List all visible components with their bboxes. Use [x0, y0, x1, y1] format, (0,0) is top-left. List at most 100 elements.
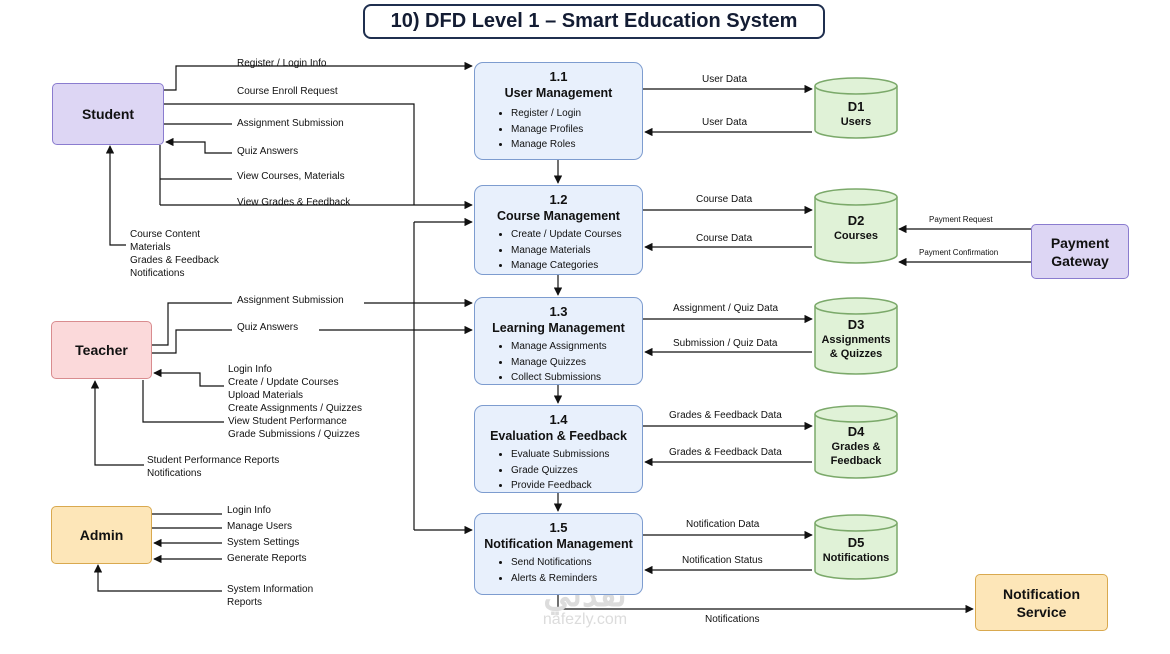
process-1-3[interactable]: 1.3 Learning Management Manage Assignmen…: [474, 297, 643, 385]
datastore-d2-shape: [814, 188, 898, 264]
flow-label-teacher-quiz: Quiz Answers: [237, 322, 299, 333]
datastore-name: Courses: [833, 230, 879, 242]
flow-label-teacher-input: Create / Update Courses: [228, 377, 339, 388]
process-item: Alerts & Reminders: [511, 571, 642, 587]
flow-label-assignment: Assignment Submission: [237, 118, 344, 129]
datastore-d1[interactable]: D1 Users: [815, 92, 897, 136]
process-item: Send Notifications: [511, 555, 642, 571]
flow-student-return-line: [105, 145, 126, 246]
entity-notification-service[interactable]: Notification Service: [975, 574, 1108, 631]
flow-label-teacher-return: Student Performance Reports: [147, 455, 280, 466]
datastore-d4[interactable]: D4 Grades & Feedback: [815, 421, 897, 471]
flow-label-payment-confirmation: Payment Confirmation: [919, 248, 999, 257]
flow-label-d1-out: User Data: [702, 74, 748, 85]
process-item: Manage Categories: [511, 258, 642, 274]
flow-label-admin-input: Login Info: [227, 505, 271, 516]
datastore-d2[interactable]: D2 Courses: [815, 204, 897, 252]
flow-label-d5-out: Notification Data: [686, 519, 760, 530]
flow-register-line: [164, 61, 473, 91]
process-item: Register / Login: [511, 106, 642, 122]
datastore-id: D4: [847, 424, 865, 439]
flow-label-admin-return: Reports: [227, 597, 263, 608]
process-items: Manage Assignments Manage Quizzes Collec…: [475, 339, 642, 386]
datastore-name: Assignments & Quizzes: [821, 334, 891, 360]
flow-label-d4-in: Grades & Feedback Data: [669, 447, 782, 458]
flow-label-view-courses: View Courses, Materials: [237, 171, 345, 182]
process-items: Evaluate Submissions Grade Quizzes Provi…: [475, 447, 642, 494]
flow-label-teacher-input: View Student Performance: [228, 416, 347, 427]
datastore-d1-shape: [814, 77, 898, 139]
flow-label-d3-out: Assignment / Quiz Data: [673, 303, 779, 314]
process-item: Manage Assignments: [511, 339, 642, 355]
process-item: Manage Materials: [511, 243, 642, 259]
datastore-id: D5: [847, 535, 865, 550]
flow-label-register: Register / Login Info: [237, 58, 327, 69]
process-item: Manage Quizzes: [511, 355, 642, 371]
flow-label-student-return: Notifications: [130, 268, 185, 279]
flow-label-teacher-assignment: Assignment Submission: [237, 295, 344, 306]
flow-label-d4-out: Grades & Feedback Data: [669, 410, 782, 421]
datastore-d4-shape: [814, 405, 898, 479]
process-item: Create / Update Courses: [511, 227, 642, 243]
datastore-d5[interactable]: D5 Notifications: [815, 530, 897, 570]
flow-enroll-line: [164, 103, 415, 205]
process-name: Course Management: [497, 209, 620, 223]
datastore-d3-shape: [814, 297, 898, 375]
process-1-2[interactable]: 1.2 Course Management Create / Update Co…: [474, 185, 643, 275]
datastore-id: D1: [847, 99, 865, 114]
datastore-d5-shape: [814, 514, 898, 580]
process-name: Learning Management: [492, 321, 625, 335]
flow-label-payment-request: Payment Request: [929, 215, 993, 224]
entity-admin[interactable]: Admin: [51, 506, 152, 564]
process-1-1[interactable]: 1.1 User Management Register / Login Man…: [474, 62, 643, 160]
flow-label-student-return: Materials: [130, 242, 171, 253]
datastore-d3[interactable]: D3 Assignments & Quizzes: [815, 313, 897, 365]
flow-label-d2-out: Course Data: [696, 194, 753, 205]
flow-label-student-return: Grades & Feedback: [130, 255, 219, 266]
flow-notifications-line: [557, 595, 974, 614]
flow-label-d2-in: Course Data: [696, 233, 753, 244]
process-item: Grade Quizzes: [511, 463, 642, 479]
datastore-name: Notifications: [822, 552, 890, 564]
flow-label-d1-in: User Data: [702, 117, 748, 128]
flow-label-admin-input: Manage Users: [227, 521, 293, 532]
flow-label-teacher-return: Notifications: [147, 468, 202, 479]
process-number: 1.3: [549, 304, 568, 319]
entity-payment-gateway[interactable]: Payment Gateway: [1031, 224, 1129, 279]
flow-quiz-line: [165, 137, 232, 154]
flow-teacher-assignment-line: [152, 302, 232, 346]
flow-label-view-grades: View Grades & Feedback: [237, 197, 351, 208]
process-items: Create / Update Courses Manage Materials…: [475, 227, 642, 274]
flow-teacher-view-line: [142, 380, 224, 423]
flow-label-d3-in: Submission / Quiz Data: [673, 338, 778, 349]
process-1-4[interactable]: 1.4 Evaluation & Feedback Evaluate Submi…: [474, 405, 643, 493]
flow-label-student-return: Course Content: [130, 229, 201, 240]
flow-label-admin-return: System Information: [227, 584, 314, 595]
process-items: Register / Login Manage Profiles Manage …: [475, 106, 642, 153]
page-title: 10) DFD Level 1 – Smart Education System: [363, 4, 825, 39]
flow-label-teacher-input: Upload Materials: [228, 390, 304, 401]
flow-label-quiz: Quiz Answers: [237, 146, 299, 157]
process-name: Evaluation & Feedback: [490, 429, 627, 443]
entity-teacher[interactable]: Teacher: [51, 321, 152, 379]
datastore-id: D2: [847, 213, 865, 228]
process-1-5[interactable]: 1.5 Notification Management Send Notific…: [474, 513, 643, 595]
process-number: 1.4: [549, 412, 568, 427]
datastore-name: Users: [840, 116, 872, 128]
process-number: 1.1: [549, 69, 568, 84]
flow-label-d5-in: Notification Status: [682, 555, 763, 566]
flow-teacher-return-line: [90, 380, 144, 466]
process-item: Manage Roles: [511, 137, 642, 153]
flow-label-admin-input: Generate Reports: [227, 553, 307, 564]
flow-label-teacher-input: Create Assignments / Quizzes: [228, 403, 362, 414]
datastore-name: Grades & Feedback: [830, 441, 882, 467]
entity-student[interactable]: Student: [52, 83, 164, 145]
process-name: Notification Management: [484, 537, 633, 551]
datastore-id: D3: [847, 317, 865, 332]
flow-admin-return-line: [93, 564, 222, 592]
process-items: Send Notifications Alerts & Reminders: [475, 555, 642, 586]
flow-teacher-quiz-line: [152, 329, 232, 354]
process-item: Evaluate Submissions: [511, 447, 642, 463]
flow-label-teacher-input: Login Info: [228, 364, 272, 375]
